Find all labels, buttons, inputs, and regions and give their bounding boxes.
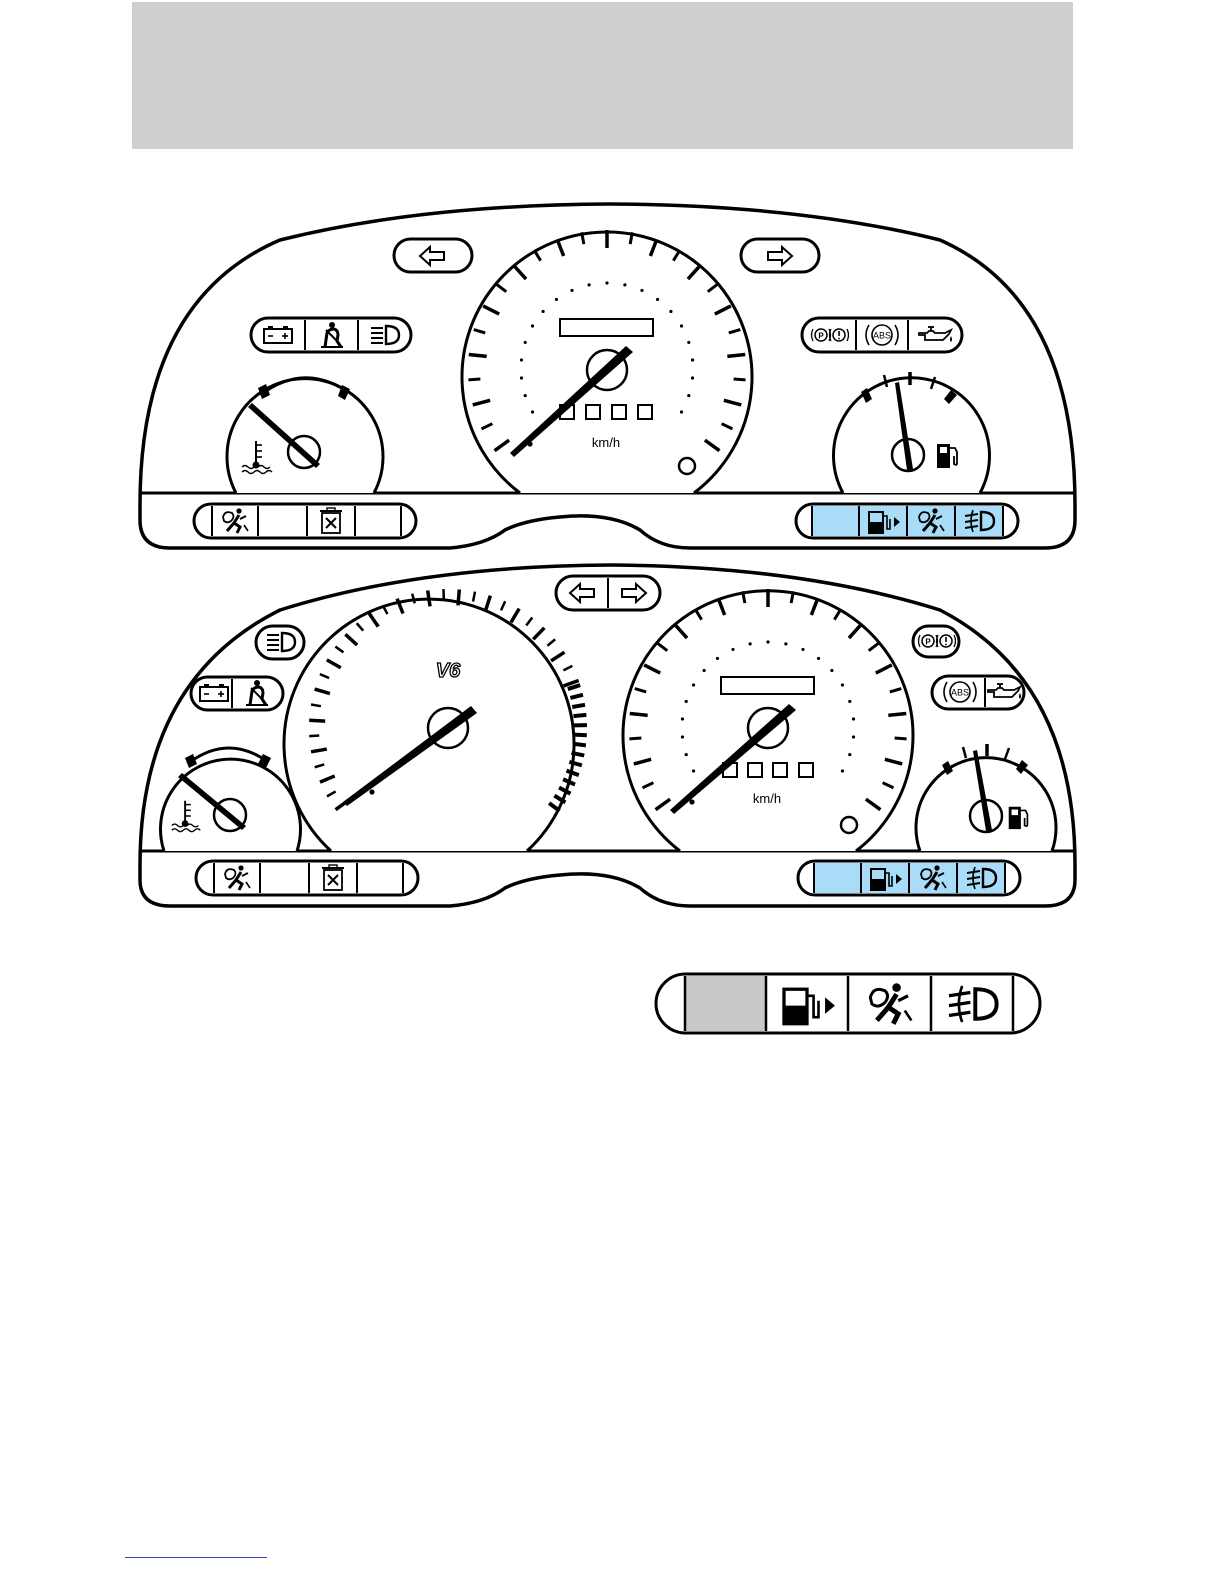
dial-dot bbox=[830, 669, 833, 672]
redline-tick bbox=[572, 753, 585, 756]
dial-tick bbox=[727, 354, 745, 356]
cluster-b: V6 km/h bbox=[140, 565, 1075, 906]
dial-dot bbox=[685, 753, 688, 756]
dial-dot bbox=[766, 640, 769, 643]
dial-tick bbox=[428, 590, 430, 606]
dial-dot bbox=[685, 700, 688, 703]
dial-dot bbox=[692, 769, 695, 772]
dial-dot bbox=[687, 394, 690, 397]
cluster-b-housing bbox=[140, 565, 1075, 906]
dial-dot bbox=[702, 669, 705, 672]
dial-tick bbox=[458, 589, 459, 605]
dial-dot bbox=[555, 298, 558, 301]
dial-dot bbox=[669, 310, 672, 313]
dial-dot bbox=[681, 735, 684, 738]
redline-tick bbox=[573, 744, 586, 746]
dial-dot bbox=[680, 410, 683, 413]
dial-dot bbox=[524, 341, 527, 344]
trip-display bbox=[721, 677, 814, 694]
dial-dot bbox=[691, 358, 694, 361]
dial-dot bbox=[841, 683, 844, 686]
dial-dot bbox=[841, 769, 844, 772]
dial-dot bbox=[852, 735, 855, 738]
warning-strip-bottom-right bbox=[798, 861, 1020, 895]
warning-pill-top-right bbox=[932, 676, 1024, 709]
dial-tick bbox=[734, 379, 746, 380]
redline-tick bbox=[572, 705, 585, 707]
dial-tick bbox=[629, 738, 641, 739]
dial-dot bbox=[640, 289, 643, 292]
warning-strip-bottom-right bbox=[796, 504, 1018, 538]
dial-tick bbox=[309, 720, 325, 721]
dial-dot bbox=[801, 648, 804, 651]
engine-badge: V6 bbox=[436, 660, 461, 682]
warning-strip-bottom-left bbox=[194, 504, 416, 538]
dial-dot bbox=[570, 289, 573, 292]
speed-unit: km/h bbox=[592, 435, 620, 450]
dial-dot bbox=[731, 648, 734, 651]
redline-tick bbox=[573, 715, 586, 716]
dial-dot bbox=[692, 683, 695, 686]
dial-tick bbox=[311, 705, 321, 707]
dial-dot bbox=[749, 642, 752, 645]
legend-warning-strip bbox=[656, 974, 1040, 1033]
dial-dot bbox=[541, 310, 544, 313]
turn-right-indicator bbox=[741, 239, 819, 272]
dial-dot bbox=[623, 283, 626, 286]
dial-dot bbox=[687, 341, 690, 344]
cluster-a: km/h bbox=[140, 204, 1075, 548]
fuel-pump-icon bbox=[937, 444, 957, 468]
dial-dot bbox=[520, 376, 523, 379]
dial-dot bbox=[520, 358, 523, 361]
trip-reset-knob bbox=[841, 817, 857, 833]
warning-strip-bottom-left bbox=[196, 861, 418, 895]
dial-dot bbox=[524, 394, 527, 397]
dial-dot bbox=[531, 324, 534, 327]
fuel-pump-icon bbox=[1009, 807, 1028, 829]
dial-tick bbox=[630, 713, 648, 715]
dial-dot bbox=[848, 700, 851, 703]
headlamp-pill bbox=[256, 626, 304, 659]
turn-left-indicator bbox=[394, 239, 472, 272]
dial-dot bbox=[656, 298, 659, 301]
redline-tick bbox=[574, 735, 587, 736]
dial-dot bbox=[848, 753, 851, 756]
dial-dot bbox=[817, 657, 820, 660]
dial-tick bbox=[309, 736, 319, 737]
dial-dot bbox=[784, 642, 787, 645]
dial-tick bbox=[895, 738, 907, 739]
trip-reset-knob bbox=[679, 458, 695, 474]
dial-dot bbox=[680, 324, 683, 327]
dial-dot bbox=[852, 717, 855, 720]
dial-tick bbox=[469, 354, 487, 356]
speed-unit: km/h bbox=[753, 791, 781, 806]
dial-dot bbox=[716, 657, 719, 660]
dial-dot bbox=[691, 376, 694, 379]
dial-dot bbox=[605, 281, 608, 284]
dial-tick bbox=[888, 713, 906, 715]
footer-rule bbox=[125, 1557, 267, 1558]
dial-dot bbox=[588, 283, 591, 286]
dial-dot bbox=[681, 717, 684, 720]
trip-display bbox=[560, 319, 653, 336]
dial-tick bbox=[468, 379, 480, 380]
dial-dot bbox=[531, 410, 534, 413]
